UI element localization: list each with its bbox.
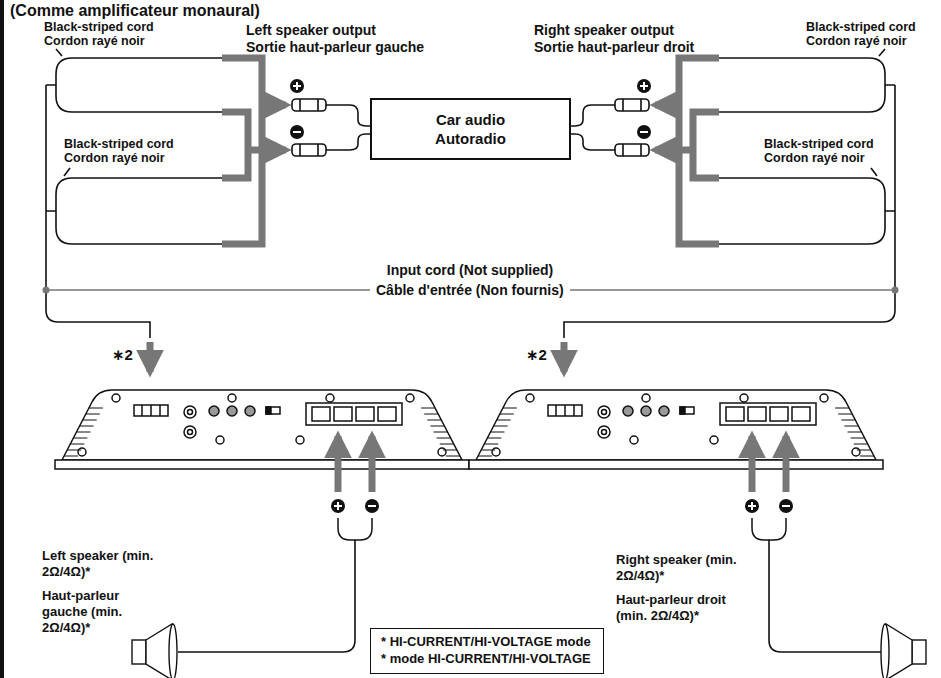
diagram-title: (Comme amplificateur monaural)	[10, 1, 260, 20]
input-cord-label: Input cord (Not supplied)	[270, 262, 670, 279]
speaker-label: Haut-parleur gauche (min. 2Ω/4Ω)*	[42, 588, 154, 636]
box-text: Autoradio	[435, 129, 506, 148]
box-text: * HI-CURRENT/HI-VOLTAGE mode	[381, 633, 593, 650]
speaker-label: Haut-parleur droit (min. 2Ω/4Ω)*	[616, 592, 756, 624]
input-cord-label: Câble d'entrée (Non fournis)	[370, 282, 570, 299]
output-label: Right speaker output	[534, 22, 674, 39]
output-label: Sortie haut-parleur gauche	[246, 39, 424, 56]
cord-label: Cordon rayé noir	[64, 151, 165, 166]
box-text: Car audio	[436, 110, 505, 129]
callout-number: ∗2	[526, 346, 547, 364]
cord-label: Black-striped cord	[64, 137, 174, 152]
footnote-box: * HI-CURRENT/HI-VOLTAGE mode* mode HI-CU…	[370, 628, 604, 674]
cord-label: Black-striped cord	[764, 137, 874, 152]
output-label: Sortie haut-parleur droit	[534, 39, 699, 56]
car-audio-box: Car audioAutoradio	[370, 98, 571, 160]
cord-label: Black-striped cord	[44, 20, 154, 35]
cord-label: Cordon rayé noir	[806, 34, 907, 49]
output-label: Left speaker output	[246, 22, 376, 39]
cord-label: Black-striped cord	[806, 20, 916, 35]
speaker-label: Left speaker (min. 2Ω/4Ω)*	[42, 548, 154, 580]
callout-number: ∗2	[112, 346, 133, 364]
cord-label: Cordon rayé noir	[44, 34, 145, 49]
cord-label: Cordon rayé noir	[764, 151, 865, 166]
speaker-label: Right speaker (min. 2Ω/4Ω)*	[616, 552, 756, 584]
box-text: * mode HI-CURRENT/HI-VOLTAGE	[381, 650, 593, 667]
